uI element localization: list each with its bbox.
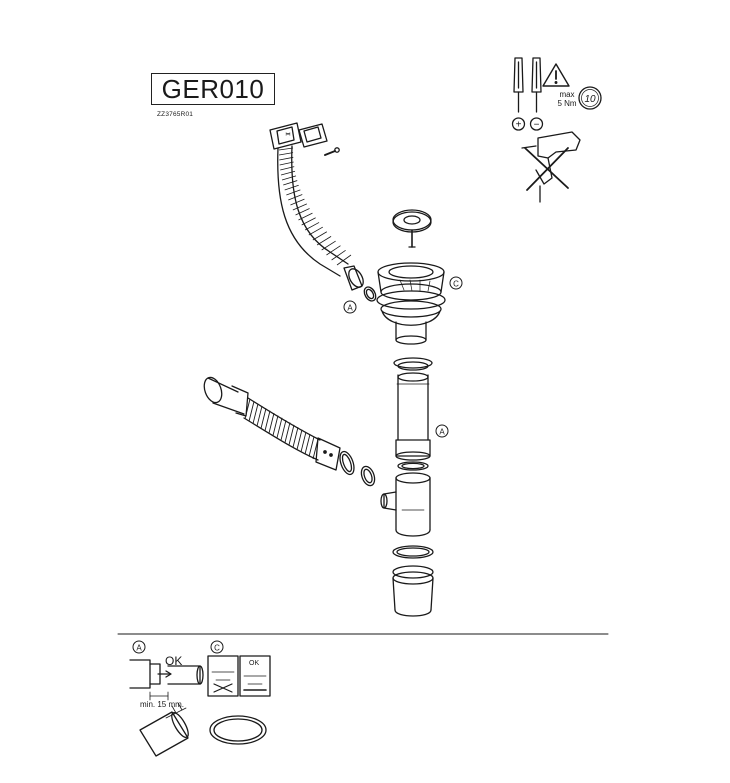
trap-cup <box>392 565 434 617</box>
torque-warning: max 5 Nm <box>547 90 587 108</box>
callout-c-circle-strainer <box>449 276 463 290</box>
drain-hose-connector <box>203 376 249 417</box>
overflow-hose <box>277 145 349 277</box>
warning-triangle-icon <box>542 63 570 87</box>
torque-value: 5 Nm <box>557 99 577 108</box>
callout-a-overflow: A <box>347 304 353 313</box>
overflow-washer <box>363 286 377 302</box>
detail-a-ok-label: OK <box>165 654 182 668</box>
screwdriver-minus-icon <box>529 57 544 131</box>
bottle-trap-body <box>380 472 431 537</box>
count-badge-icon <box>578 86 602 110</box>
count-badge: 10 <box>584 94 596 105</box>
screwdriver-plus-icon <box>511 57 526 131</box>
detail-c-ok-label: OK <box>249 660 259 667</box>
detail-c-correct-fit <box>239 655 271 697</box>
callout-a-circle-overflow <box>343 300 357 314</box>
drain-hose-ribs <box>244 398 319 460</box>
detail-a-pipe-cut <box>139 702 189 757</box>
overflow-screw <box>324 147 340 156</box>
model-code: GER010 <box>161 74 265 104</box>
callout-a-circle-detail <box>132 640 146 654</box>
basket-strainer-body <box>376 262 446 345</box>
overflow-nut <box>343 265 364 291</box>
torque-max-label: max <box>559 90 575 99</box>
overflow-hose-ribs <box>278 147 352 266</box>
basket-strainer-plug <box>392 209 432 248</box>
drain-hose-end <box>315 437 355 476</box>
detail-a-insertion <box>129 659 204 701</box>
detail-c-ring-gasket <box>209 715 267 745</box>
callout-a-circle-tailpiece <box>435 424 449 438</box>
overflow-plate <box>269 122 302 150</box>
drain-hose-washer <box>360 465 376 487</box>
reference-code: ZZ3765R01 <box>157 111 194 118</box>
callout-a-tailpiece: A <box>439 428 445 437</box>
model-code-box: GER010 <box>151 73 275 105</box>
callout-c-circle-detail <box>210 640 224 654</box>
tailpiece-washer <box>397 461 429 471</box>
plus-symbol: + <box>516 120 522 131</box>
callout-c-detail: C <box>214 644 220 653</box>
callout-c-strainer: C <box>453 280 459 289</box>
trap-washer <box>392 545 434 559</box>
callout-a-detail: A <box>136 644 142 653</box>
drain-hose-corrugated <box>243 397 321 461</box>
minus-symbol: − <box>534 120 540 131</box>
overflow-gasket <box>298 123 328 148</box>
no-power-drill-icon <box>521 131 581 203</box>
tailpiece-tube <box>393 357 433 461</box>
detail-c-wrong-fit <box>207 655 239 697</box>
detail-a-min-label: min. 15 mm. <box>140 700 184 709</box>
